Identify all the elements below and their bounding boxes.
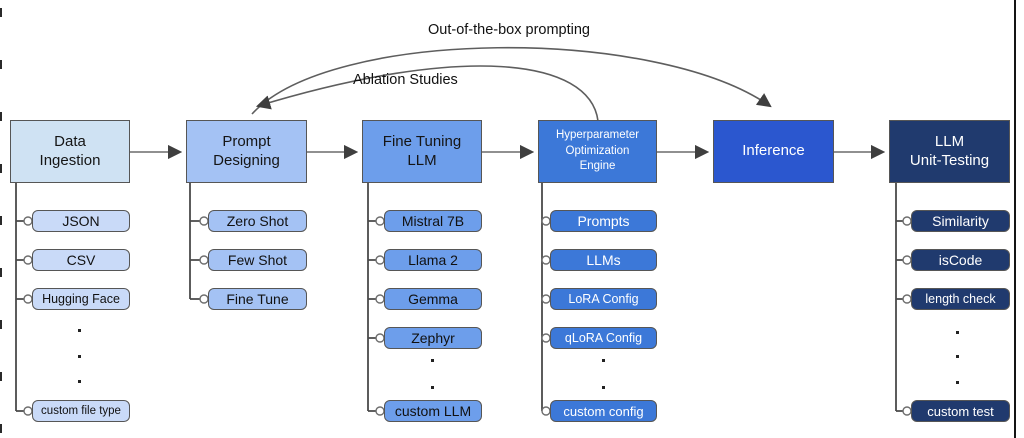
node-gemma: Gemma (384, 288, 482, 310)
node-json: JSON (32, 210, 130, 232)
stage-fine-tuning-llm: Fine Tuning LLM (362, 120, 482, 183)
node-qlora-config: qLoRA Config (550, 327, 657, 349)
node-custom-test: custom test (911, 400, 1010, 422)
stage-llm-unit-testing: LLM Unit-Testing (889, 120, 1010, 183)
node-similarity: Similarity (911, 210, 1010, 232)
node-llama-2: Llama 2 (384, 249, 482, 271)
node-custom-llm: custom LLM (384, 400, 482, 422)
stage-data-ingestion: Data Ingestion (10, 120, 130, 183)
node-zero-shot: Zero Shot (208, 210, 307, 232)
node-custom-config: custom config (550, 400, 657, 422)
stage-inference: Inference (713, 120, 834, 183)
stage-hyperparameter-optimization-engine: Hyperparameter Optimization Engine (538, 120, 657, 183)
right-edge-line (1014, 0, 1016, 438)
node-hugging-face: Hugging Face (32, 288, 130, 310)
node-zephyr: Zephyr (384, 327, 482, 349)
node-iscode: isCode (911, 249, 1010, 271)
connector-ports (23, 216, 912, 416)
label-ablation-studies: Ablation Studies (353, 72, 458, 88)
node-lora-config: LoRA Config (550, 288, 657, 310)
node-csv: CSV (32, 249, 130, 271)
node-few-shot: Few Shot (208, 249, 307, 271)
node-prompts: Prompts (550, 210, 657, 232)
node-mistral-7b: Mistral 7B (384, 210, 482, 232)
stage-prompt-designing: Prompt Designing (186, 120, 307, 183)
node-llms: LLMs (550, 249, 657, 271)
node-custom-file-type: custom file type (32, 400, 130, 422)
label-out-of-the-box-prompting: Out-of-the-box prompting (428, 22, 590, 38)
arc-out-of-the-box-prompting (251, 46, 772, 115)
node-length-check: length check (911, 288, 1010, 310)
arc-ablation-studies (255, 65, 599, 122)
node-fine-tune: Fine Tune (208, 288, 307, 310)
left-edge-marks (0, 8, 2, 438)
